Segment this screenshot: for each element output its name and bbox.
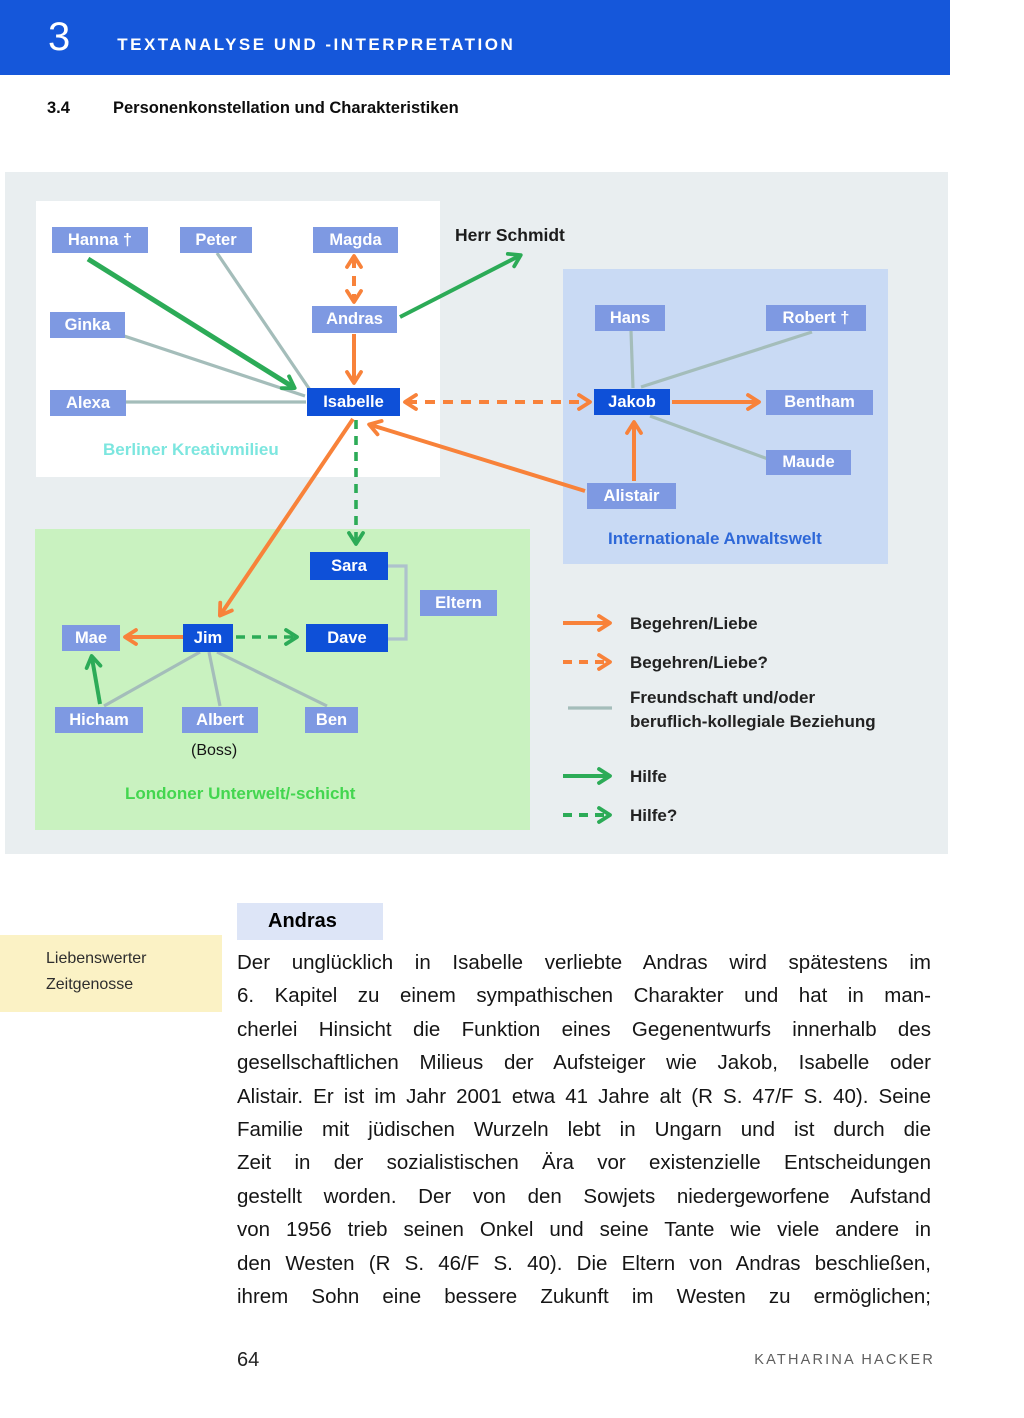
person-node-jim: Jim — [183, 624, 233, 652]
legend-item-hilfe: Hilfe — [630, 767, 667, 786]
person-node-dave: Dave — [306, 624, 388, 652]
person-node-hanna: Hanna † — [52, 227, 148, 253]
group-label-lawyers: Internationale Anwaltswelt — [608, 529, 822, 548]
person-node-eltern: Eltern — [420, 590, 497, 616]
person-node-herr-schmidt: Herr Schmidt — [455, 225, 565, 245]
chapter-number: 3 — [48, 15, 71, 59]
person-node-robert: Robert † — [766, 305, 866, 331]
body-line: den Westen (R S. 46/F S. 40). Die Eltern… — [237, 1251, 931, 1275]
character-heading-andras: Andras — [237, 903, 383, 940]
person-node-andras: Andras — [312, 306, 397, 333]
margin-note-text: Liebenswerter Zeitgenosse — [46, 950, 147, 993]
person-node-alistair: Alistair — [587, 483, 676, 509]
legend-item-begehren-liebe: Begehren/Liebe — [630, 614, 758, 633]
legend-item-begehren-liebe-q: Begehren/Liebe? — [630, 653, 768, 672]
group-label-berlin: Berliner Kreativmilieu — [103, 440, 279, 459]
relationship-edges — [84, 251, 813, 824]
constellation-diagram: Hanna † Peter Magda Ginka Alexa Andras I… — [5, 172, 948, 854]
person-node-magda: Magda — [313, 227, 398, 253]
person-node-alexa: Alexa — [50, 390, 126, 416]
body-line: gesellschaftlichen Milieus der Aufsteige… — [237, 1051, 931, 1075]
legend-item-hilfe-q: Hilfe? — [630, 806, 678, 825]
body-line: cherlei Hinsicht die Funktion eines Gege… — [237, 1017, 931, 1041]
person-node-hicham: Hicham — [55, 707, 143, 733]
person-node-isabelle: Isabelle — [307, 388, 400, 416]
section-title: Personenkonstellation und Charakteristik… — [113, 99, 459, 117]
body-line: ihrem Sohn eine bessere Zukunft im Weste… — [237, 1285, 931, 1309]
person-node-peter: Peter — [180, 227, 252, 253]
person-node-jakob: Jakob — [594, 389, 670, 415]
body-paragraph: Der unglücklich in Isabelle verliebte An… — [237, 946, 931, 1313]
body-line: von 1956 trieb seinen Onkel und seine Ta… — [237, 1218, 931, 1242]
person-node-mae: Mae — [62, 625, 120, 651]
person-node-albert: Albert — [182, 707, 258, 733]
body-line: Zeit in der sozialistischen Ära vor exis… — [237, 1151, 931, 1175]
page-number: 64 — [237, 1349, 260, 1371]
body-line: Familie mit jüdischen Wurzeln lebt in Un… — [237, 1118, 931, 1142]
person-node-hans: Hans — [595, 305, 665, 331]
body-line: Der unglücklich in Isabelle verliebte An… — [237, 951, 931, 974]
person-node-bentham: Bentham — [766, 390, 873, 415]
margin-note-box: Liebenswerter Zeitgenosse — [0, 935, 222, 1012]
person-node-maude: Maude — [766, 450, 851, 475]
section-number: 3.4 — [47, 99, 70, 117]
group-box-london — [35, 529, 530, 830]
person-node-ginka: Ginka — [50, 312, 125, 338]
body-line: 6. Kapitel zu einem sympathischen Charak… — [237, 984, 931, 1008]
legend-item-freundschaft: Freundschaft und/oder beruflich-kollegia… — [630, 688, 876, 731]
chapter-title: TEXTANALYSE UND -INTERPRETATION — [117, 35, 516, 54]
running-author: KATHARINA HACKER — [754, 1352, 935, 1368]
person-node-sara: Sara — [310, 552, 388, 580]
group-label-london: Londoner Unterwelt/-schicht — [125, 784, 356, 803]
albert-boss-note: (Boss) — [191, 742, 238, 759]
person-node-ben: Ben — [305, 707, 358, 733]
body-line: gestellt worden. Der von den Sowjets nie… — [237, 1184, 931, 1208]
body-line: Alistair. Er ist im Jahr 2001 etwa 41 Ja… — [237, 1084, 931, 1108]
chapter-header-bar: 3 TEXTANALYSE UND -INTERPRETATION — [0, 0, 950, 75]
